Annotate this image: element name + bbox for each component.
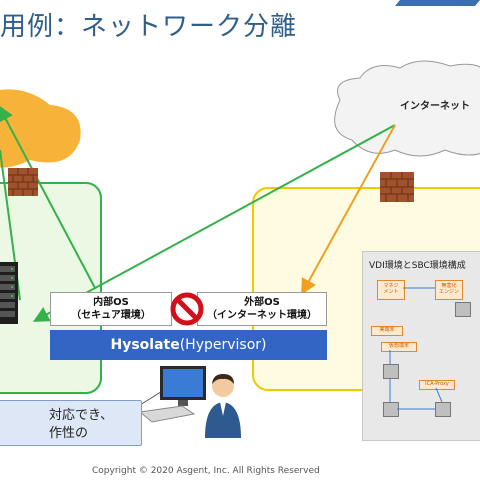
callout-box: 対応でき、 作性の [0, 400, 142, 446]
vdi-node-c [435, 402, 451, 417]
vdi-real-terminal-box: 実端末 [371, 326, 403, 336]
callout-line-2: 作性の [49, 426, 89, 441]
internet-cloud-label: インターネット [400, 101, 470, 112]
vdi-server-node [455, 302, 471, 317]
vdi-connector-lines [389, 287, 443, 410]
vdi-management-box: マネジメント [377, 280, 405, 300]
server-rack-icon [0, 262, 18, 324]
hypervisor-bar: Hysolate(Hypervisor) [50, 330, 327, 360]
user-person-icon [205, 374, 241, 438]
vdi-sanitize-box: 無害化エンジン [435, 280, 463, 300]
hypervisor-detail: (Hypervisor) [179, 337, 267, 353]
callout-line-1: 対応でき、 [49, 408, 114, 423]
internal-cloud-shape [0, 89, 81, 168]
vdi-node-a [383, 364, 399, 379]
copyright-text: Copyright © 2020 Asgent, Inc. All Rights… [92, 466, 320, 476]
inner-os-box: 内部OS （セキュア環境） [50, 292, 172, 326]
no-entry-icon [170, 292, 204, 326]
outer-os-sublabel: （インターネット環境） [207, 310, 317, 321]
inner-os-label: 内部OS [93, 297, 129, 308]
desktop-computer-icon [138, 366, 206, 423]
internet-cloud-shape [334, 60, 480, 157]
inner-os-sublabel: （セキュア環境） [71, 310, 151, 321]
vdi-panel-title: VDI環境とSBC環境構成 [369, 261, 466, 271]
outer-os-box: 外部OS （インターネット環境） [197, 292, 327, 326]
brick-firewall-icon [8, 168, 38, 196]
vdi-sbc-panel: VDI環境とSBC環境構成 マネジメント 無害化エンジン 実端末 仮想端末 IC… [362, 251, 480, 441]
page-title: 用例：ネットワーク分離 [0, 12, 298, 42]
outer-os-label: 外部OS [244, 297, 280, 308]
brick-firewall-icon [380, 172, 414, 202]
vdi-virtual-terminal-box: 仮想端末 [381, 342, 417, 352]
hypervisor-name: Hysolate [110, 337, 180, 353]
